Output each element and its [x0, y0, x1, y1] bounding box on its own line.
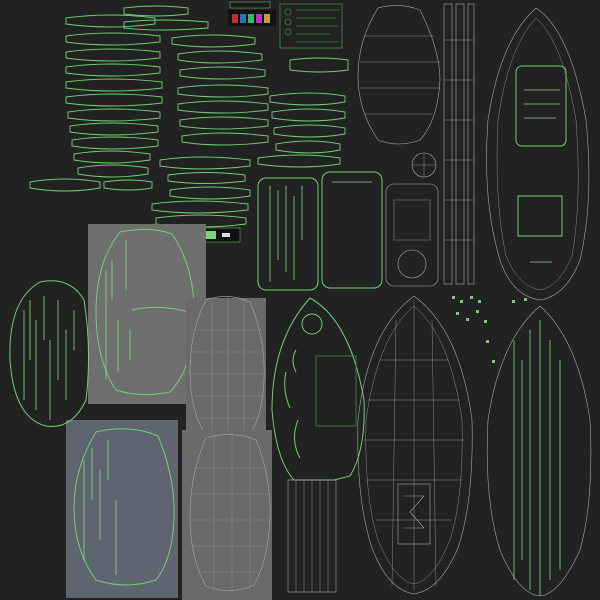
hull-center-wire	[357, 295, 473, 595]
left-green-oval	[9, 280, 90, 427]
color-swatch-icons	[228, 1, 276, 26]
gray-panel-center	[186, 296, 266, 441]
uv-fragments	[452, 296, 527, 363]
panel-frame-3	[385, 183, 439, 287]
round-grid-icon	[411, 152, 437, 178]
vertical-ladder-strips	[443, 3, 475, 285]
gray-panel-bottom	[182, 430, 272, 600]
hull-bottom-right	[486, 305, 592, 597]
panel-frame-2	[321, 171, 383, 289]
plank-strips-group	[29, 5, 349, 228]
small-glyph-cluster	[279, 3, 343, 49]
top-wire-oval	[357, 5, 441, 145]
panel-frame-1	[257, 177, 319, 291]
hull-center-green	[271, 297, 365, 593]
blue-panel-bottom	[66, 420, 178, 598]
hull-top-right	[486, 7, 590, 301]
